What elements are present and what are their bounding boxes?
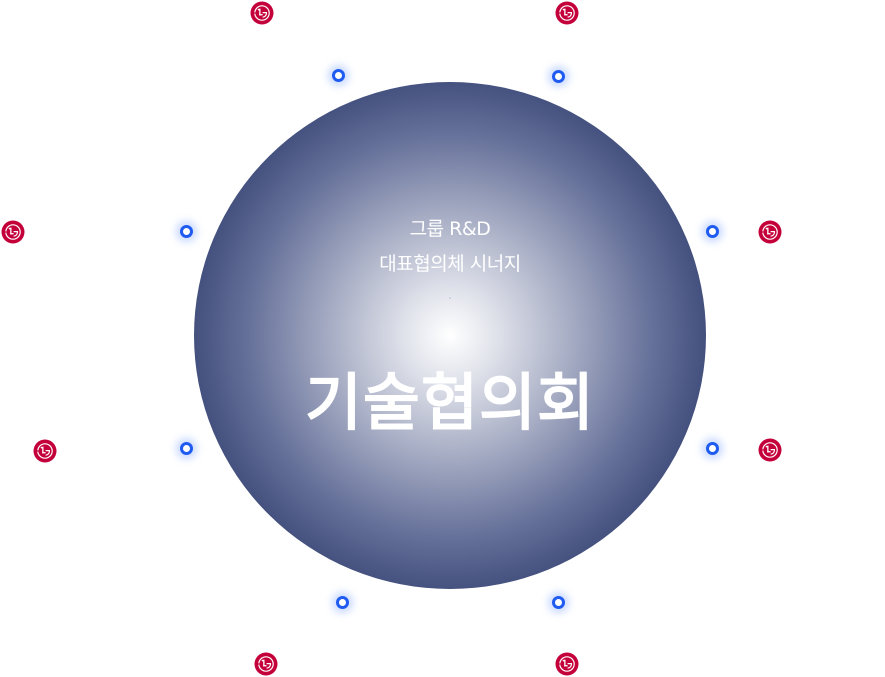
connection-node-icon — [179, 224, 193, 238]
central-hub-circle: 그룹 R&D 대표협의체 시너지 기술협의회 — [194, 82, 706, 589]
hub-center-dot — [449, 297, 451, 299]
lg-logo-icon — [250, 1, 274, 25]
connection-node-icon — [335, 595, 349, 609]
connection-node-icon — [551, 69, 565, 83]
lg-logo-icon — [254, 652, 278, 676]
lg-logo-icon — [33, 439, 57, 463]
lg-logo-icon — [758, 438, 782, 462]
connection-node-icon — [551, 595, 565, 609]
lg-logo-icon — [758, 220, 782, 244]
lg-logo-icon — [555, 652, 579, 676]
connection-node-icon — [705, 441, 719, 455]
hub-subtitle-line2: 대표협의체 시너지 — [379, 253, 521, 275]
hub-subtitle-line1: 그룹 R&D — [409, 218, 491, 240]
hub-title: 기술협의회 — [304, 366, 596, 439]
connection-node-icon — [179, 441, 193, 455]
connection-node-icon — [331, 68, 345, 82]
connection-node-icon — [705, 224, 719, 238]
lg-logo-icon — [555, 1, 579, 25]
lg-logo-icon — [1, 220, 25, 244]
